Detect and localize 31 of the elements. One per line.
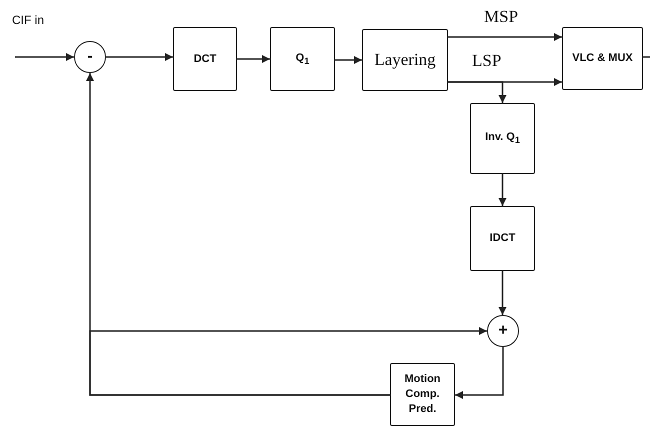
arrow xyxy=(498,271,506,315)
arrow xyxy=(448,81,506,103)
summing-junction xyxy=(74,41,106,73)
node-label: DCT xyxy=(194,52,216,66)
edge-label: CIF in xyxy=(10,14,46,26)
process-box xyxy=(470,206,535,271)
node-label: - xyxy=(87,47,93,68)
summing-junction xyxy=(487,315,519,347)
process-box xyxy=(362,29,448,91)
arrow xyxy=(448,33,562,41)
node-label: Q$_{1}$ xyxy=(296,50,310,68)
process-box xyxy=(270,27,335,91)
node-label: + xyxy=(498,321,508,342)
arrow xyxy=(498,174,506,206)
arrow xyxy=(89,327,487,396)
arrow xyxy=(15,53,74,61)
node-label: Motion Comp. Pred. xyxy=(403,372,442,417)
node-label: Layering xyxy=(374,48,436,71)
node-label: VLC & MUX xyxy=(572,51,633,66)
node-label: Inv. Q$_{1}$ xyxy=(485,130,520,147)
edge-label: MSP xyxy=(482,8,520,25)
node-label: IDCT xyxy=(490,231,516,246)
process-box xyxy=(173,27,237,91)
process-box xyxy=(470,103,535,174)
arrow xyxy=(335,56,362,64)
arrow xyxy=(106,53,173,61)
edge-label: LSP xyxy=(470,52,504,69)
process-box xyxy=(390,363,455,426)
arrow xyxy=(237,55,270,63)
arrow xyxy=(455,347,504,399)
process-box xyxy=(562,27,643,90)
